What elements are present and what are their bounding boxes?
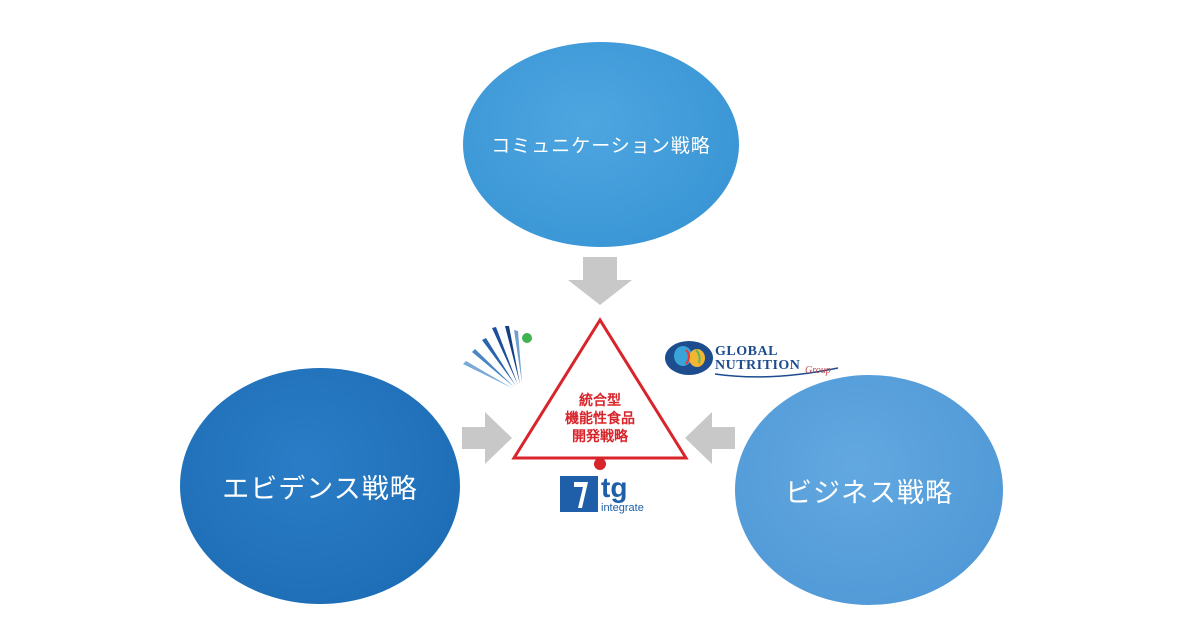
itg-logo-icon (560, 476, 598, 512)
global-nutrition-line1: GLOBAL (715, 344, 778, 359)
center-line-3: 開発戦略 (572, 429, 628, 445)
arrow-left-icon (685, 412, 735, 464)
arrow-down-icon (568, 257, 632, 305)
evidence-strategy-label: エビデンス戦略 (222, 473, 418, 505)
global-nutrition-group-text: Group (805, 365, 831, 376)
business-strategy-circle: ビジネス戦略 (735, 375, 1003, 605)
center-line-2: 機能性食品 (565, 411, 635, 427)
itg-logo-name-text: integrate (601, 502, 644, 514)
red-dot-icon (594, 458, 606, 470)
evidence-strategy-circle: エビデンス戦略 (180, 368, 460, 604)
communication-strategy-circle: コミュニケーション戦略 (463, 42, 739, 247)
global-nutrition-logo-text: GLOBAL NUTRITION (715, 345, 800, 373)
global-nutrition-line2: NUTRITION (715, 358, 801, 373)
business-strategy-label: ビジネス戦略 (785, 477, 953, 509)
itg-logo-mark-text: tg (601, 472, 628, 503)
center-line-1: 統合型 (579, 393, 621, 409)
fan-logo-icon (463, 326, 532, 388)
arrow-right-icon (462, 412, 512, 464)
global-nutrition-swoosh (714, 367, 839, 378)
center-strategy-text: 統合型 機能性食品 開発戦略 (540, 392, 660, 446)
communication-strategy-label: コミュニケーション戦略 (491, 135, 711, 157)
global-nutrition-mark-icon (665, 341, 713, 375)
